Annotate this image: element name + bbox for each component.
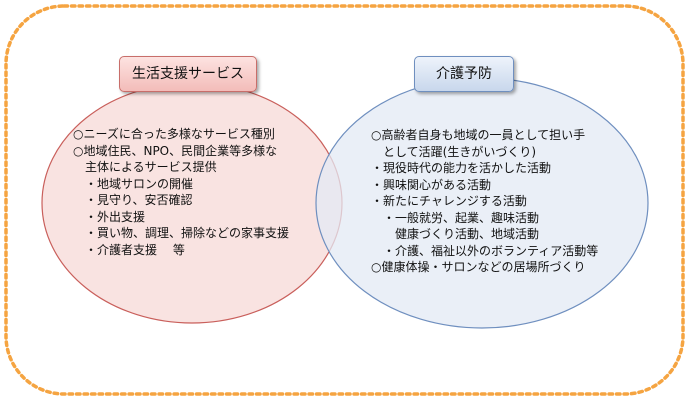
left-item: ・見守り、安否確認 <box>73 193 193 207</box>
right-item: ・興味関心がある活動 <box>371 177 492 192</box>
right-item: ○高齢者自身も地域の一員として担い手 <box>371 128 586 142</box>
left-item: ○地域住民、NPO、民間企業等多様な <box>73 143 278 158</box>
right-item: ・現役時代の能力を活かした活動 <box>371 161 552 175</box>
left-item: ・外出支援 <box>73 209 146 224</box>
right-item: ・介護、福祉以外のボランティア活動等 <box>371 243 599 258</box>
left-item: ○ニーズに合った多様なサービス種別 <box>73 127 275 141</box>
right-item: ○健康体操・サロンなどの居場所づくり <box>371 260 586 274</box>
right-item: 健康づくり活動、地域活動 <box>371 227 540 241</box>
left-title-box: 生活支援サービス <box>119 56 257 92</box>
right-title: 介護予防 <box>436 66 492 82</box>
right-item: ・新たにチャレンジする活動 <box>371 194 527 208</box>
left-title: 生活支援サービス <box>132 66 244 82</box>
right-item: として活躍(生きがいづくり) <box>371 144 537 159</box>
left-item: ・地域サロンの開催 <box>73 176 194 191</box>
left-item: 主体によるサービス提供 <box>73 160 217 174</box>
right-item-list: ○高齢者自身も地域の一員として担い手 として活躍(生きがいづくり) ・現役時代の… <box>371 127 598 276</box>
outer-dashed-frame <box>4 4 685 396</box>
left-item: ・買い物、調理、掃除などの家事支援 <box>73 226 290 240</box>
left-item-list: ○ニーズに合った多様なサービス種別 ○地域住民、NPO、民間企業等多様な 主体に… <box>73 126 289 258</box>
right-item: ・一般就労、起業、趣味活動 <box>371 210 540 225</box>
left-item: ・介護者支援 等 <box>73 242 185 257</box>
right-title-box: 介護予防 <box>414 56 514 92</box>
